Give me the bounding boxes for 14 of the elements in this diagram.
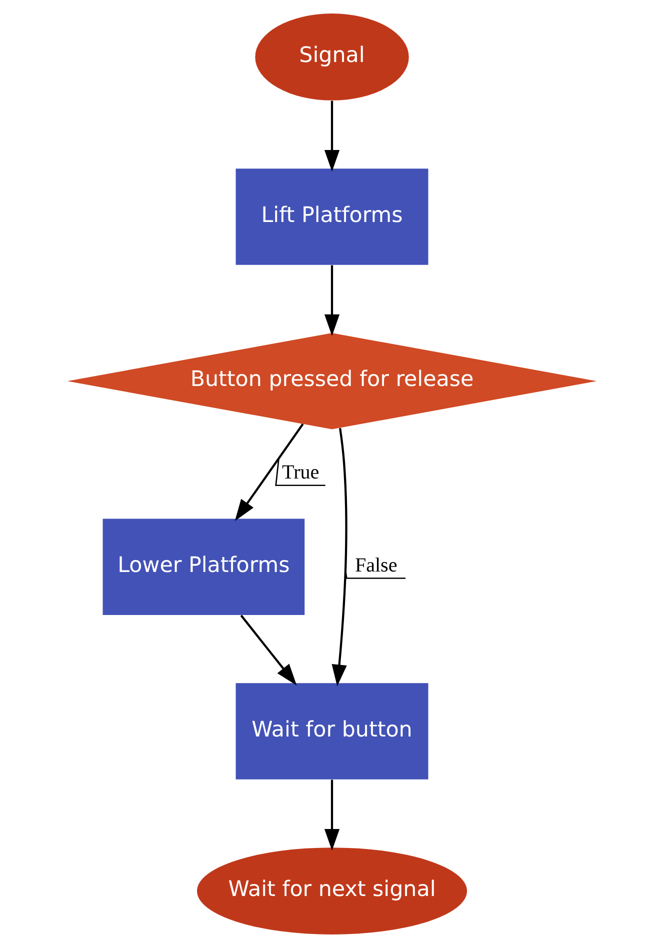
- edge-label: False: [354, 554, 397, 577]
- arrow: [234, 423, 325, 522]
- node-box: Wait for button: [235, 683, 428, 780]
- edge-label: True: [282, 462, 319, 484]
- arrow: [240, 614, 296, 686]
- node-box: Lift Platforms: [235, 168, 428, 265]
- arrow: [331, 428, 406, 686]
- arrow: [324, 100, 340, 172]
- node-box: Lower Platforms: [102, 518, 304, 616]
- arrow: [324, 780, 340, 851]
- node-diamond: Button pressed for release: [66, 332, 596, 430]
- node-ellipse: Signal: [254, 14, 408, 100]
- node-ellipse: Wait for next signal: [196, 848, 466, 934]
- arrow: [324, 265, 340, 336]
